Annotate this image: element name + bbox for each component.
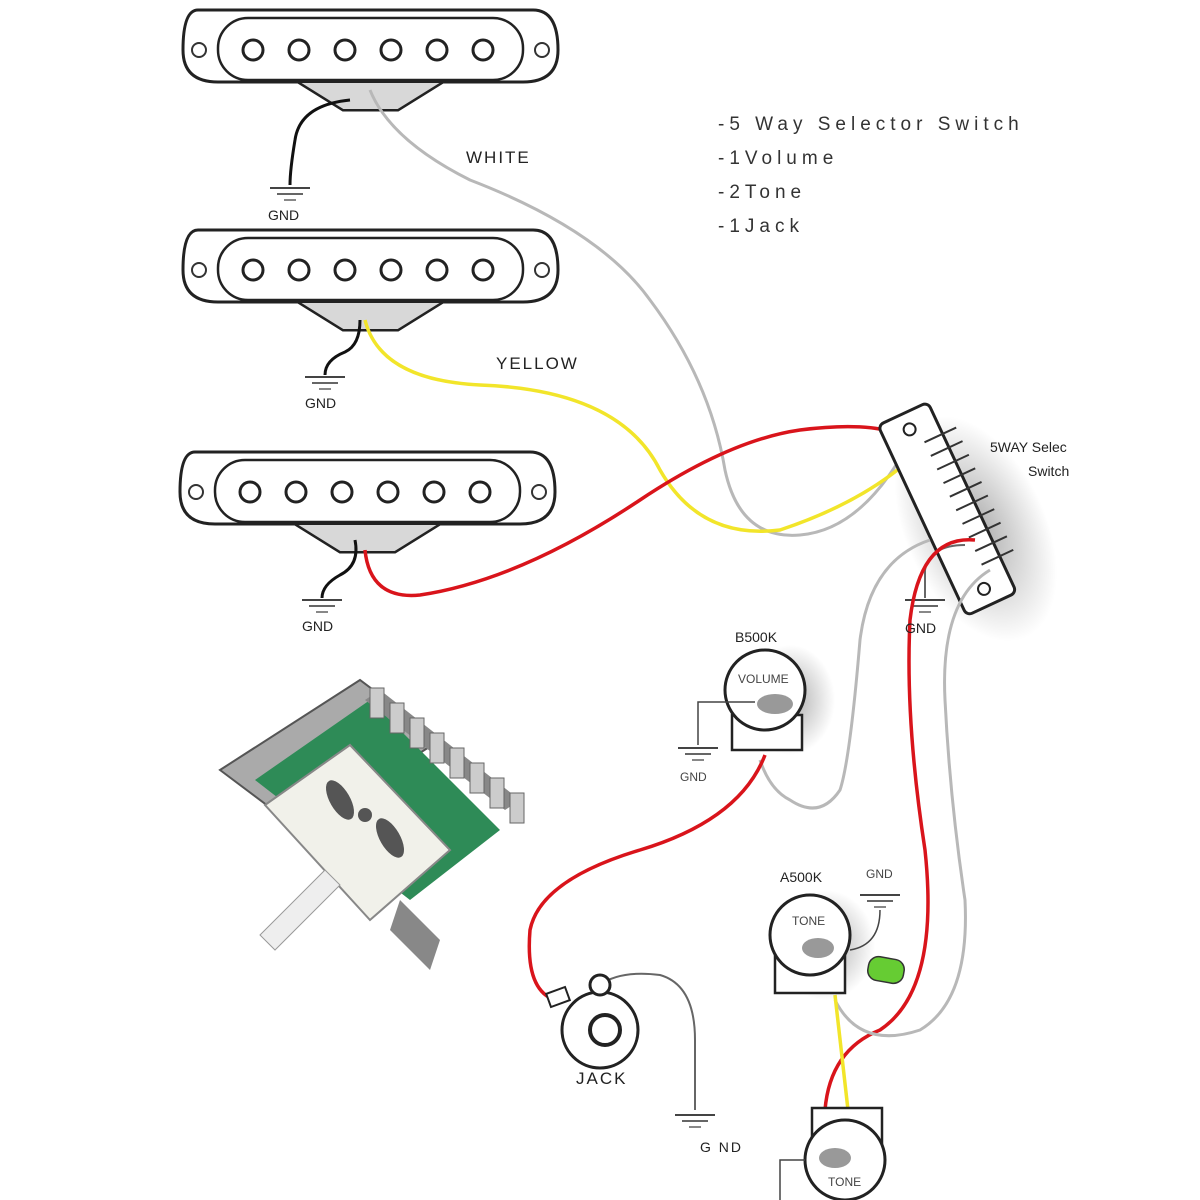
parts-item: -5 Way Selector Switch	[718, 114, 1024, 135]
red-wire-bridge	[363, 424, 911, 598]
parts-list: -5 Way Selector Switch -1Volume -2Tone -…	[718, 114, 1024, 237]
output-jack	[544, 973, 640, 1070]
white-wire-label: WHITE	[466, 148, 531, 167]
parts-item: -1Jack	[718, 216, 804, 237]
white-wire	[368, 89, 907, 537]
gnd-label: GND	[905, 620, 936, 636]
jack-gnd-label: G ND	[700, 1139, 743, 1155]
tone1-value: A500K	[780, 869, 823, 885]
middle-ground-wire	[323, 319, 362, 376]
bridge-pickup	[178, 450, 557, 554]
tone2-label: TONE	[828, 1175, 861, 1189]
volume-pot	[677, 645, 835, 761]
jack-ground-wire	[599, 972, 696, 1110]
switch-label: 5WAY Selec	[990, 439, 1067, 455]
five-way-switch	[878, 402, 1058, 642]
gnd-label: GND	[302, 618, 333, 634]
switch-photo	[218, 678, 525, 970]
bridge-ground-wire	[320, 539, 358, 599]
parts-item: -1Volume	[718, 148, 838, 169]
neck-pickup	[181, 8, 560, 112]
yellow-wire	[363, 319, 922, 533]
tone-pot-1	[768, 890, 905, 1000]
gnd-label: GND	[268, 207, 299, 223]
volume-to-jack-wire	[527, 754, 767, 1002]
volume-label: VOLUME	[738, 672, 789, 686]
middle-pickup	[181, 228, 560, 332]
gnd-label: GND	[866, 867, 893, 881]
switch-to-tone-red-wire	[823, 538, 976, 1111]
switch-label: Switch	[1028, 463, 1069, 479]
switch-to-tone-grey-wire	[833, 568, 991, 1038]
volume-value: B500K	[735, 629, 778, 645]
tone-to-tone-yellow-wire	[833, 994, 850, 1111]
gnd-label: GND	[305, 395, 336, 411]
switch-to-volume-wire	[758, 538, 931, 810]
neck-ground-wire	[288, 98, 351, 186]
jack-label: JACK	[576, 1069, 627, 1088]
capacitor	[867, 955, 905, 985]
yellow-wire-label: YELLOW	[496, 354, 579, 373]
gnd-label: GND	[680, 770, 707, 784]
parts-item: -2Tone	[718, 182, 806, 203]
tone-pot-2	[779, 1106, 887, 1200]
tone1-label: TONE	[792, 914, 825, 928]
